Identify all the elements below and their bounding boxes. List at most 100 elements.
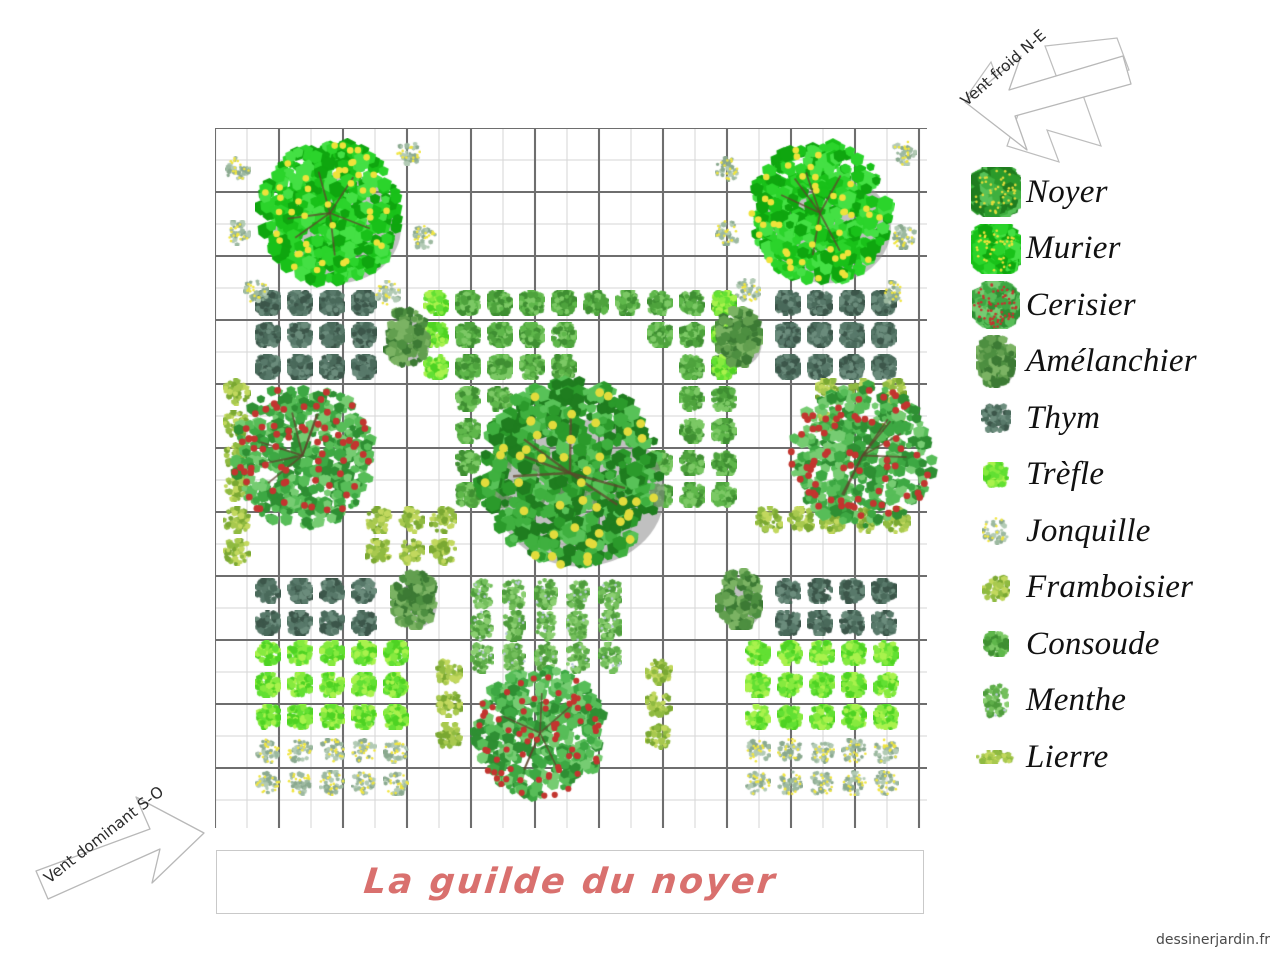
walnut-tree-icon bbox=[968, 166, 1024, 218]
legend-item-menthe[interactable]: Menthe bbox=[968, 673, 1268, 730]
bed-consoude bbox=[455, 322, 481, 353]
bed-framboisier bbox=[645, 690, 673, 723]
bed-menthe bbox=[502, 642, 526, 679]
legend-item-label: Murier bbox=[1026, 230, 1121, 267]
legend-item-murier[interactable]: Murier bbox=[968, 221, 1268, 278]
page-title: La guilde du noyer bbox=[361, 862, 779, 902]
legend-item-label: Lierre bbox=[1026, 738, 1109, 775]
bed-trefle bbox=[319, 640, 345, 671]
bed-consoude bbox=[455, 322, 481, 353]
legend-item-trfle[interactable]: Trèfle bbox=[968, 447, 1268, 504]
bed-thym bbox=[287, 290, 313, 321]
bed-consoude bbox=[551, 290, 577, 321]
bed-consoude bbox=[487, 354, 513, 385]
bed-jonquille bbox=[715, 156, 741, 187]
daffodil-icon bbox=[968, 505, 1024, 557]
bed-thym bbox=[839, 322, 865, 353]
bed-consoude bbox=[487, 450, 513, 481]
bed-consoude bbox=[519, 322, 545, 353]
bed-jonquille bbox=[351, 738, 377, 769]
bed-jonquille bbox=[225, 220, 251, 251]
bed-framboisier bbox=[815, 378, 843, 411]
bed-thym bbox=[871, 578, 897, 609]
bed-thym bbox=[319, 322, 345, 353]
bed-framboisier bbox=[435, 690, 463, 723]
bed-consoude bbox=[455, 354, 481, 385]
bed-trefle bbox=[287, 704, 313, 735]
bed-thym bbox=[871, 290, 897, 321]
bed-consoude bbox=[487, 418, 513, 449]
legend-item-label: Framboisier bbox=[1026, 569, 1194, 606]
legend-item-thym[interactable]: Thym bbox=[968, 390, 1268, 447]
bed-jonquille bbox=[225, 156, 251, 187]
legend-item-cerisier[interactable]: Cerisier bbox=[968, 277, 1268, 334]
bed-thym bbox=[775, 322, 801, 353]
bed-framboisier bbox=[223, 442, 251, 475]
bed-thym bbox=[871, 354, 897, 385]
bed-thym bbox=[807, 290, 833, 321]
bed-trefle bbox=[809, 704, 835, 735]
bed-trefle bbox=[423, 322, 449, 353]
bed-trefle bbox=[777, 704, 803, 735]
mint-icon bbox=[968, 675, 1024, 727]
plan-plant-layer bbox=[215, 128, 940, 828]
bed-thym bbox=[287, 322, 313, 353]
bed-thym bbox=[775, 354, 801, 385]
wind-arrow-cold-ne: Vent froid N-E bbox=[955, 26, 1135, 163]
bed-menthe bbox=[534, 578, 558, 615]
legend-item-label: Noyer bbox=[1026, 173, 1108, 210]
bed-menthe bbox=[534, 642, 558, 679]
legend-item-amlanchier[interactable]: Amélanchier bbox=[968, 334, 1268, 391]
bed-thym bbox=[839, 610, 865, 641]
bed-thym bbox=[839, 322, 865, 353]
legend-item-jonquille[interactable]: Jonquille bbox=[968, 503, 1268, 560]
title-banner: La guilde du noyer bbox=[216, 850, 924, 914]
bed-jonquille bbox=[841, 770, 867, 801]
bed-consoude bbox=[487, 322, 513, 353]
bed-thym bbox=[351, 290, 377, 321]
legend-item-lierre[interactable]: Lierre bbox=[968, 729, 1268, 786]
bed-trefle bbox=[711, 322, 737, 353]
legend-item-noyer[interactable]: Noyer bbox=[968, 164, 1268, 221]
bed-consoude bbox=[711, 290, 737, 321]
bed-consoude bbox=[583, 290, 609, 321]
bed-thym bbox=[255, 290, 281, 321]
bed-consoude bbox=[455, 290, 481, 321]
bed-framboisier bbox=[223, 410, 251, 443]
bed-trefle bbox=[745, 640, 771, 671]
bed-consoude bbox=[711, 482, 737, 513]
bed-menthe bbox=[502, 578, 526, 615]
thyme-icon bbox=[968, 392, 1024, 444]
bed-framboisier bbox=[879, 378, 907, 411]
bed-consoude bbox=[647, 290, 673, 321]
bed-thym bbox=[319, 578, 345, 609]
bed-jonquille bbox=[287, 770, 313, 801]
legend-item-framboisier[interactable]: Framboisier bbox=[968, 560, 1268, 617]
bed-trefle bbox=[287, 672, 313, 703]
bed-thym bbox=[255, 578, 281, 609]
bed-thym bbox=[255, 354, 281, 385]
bed-trefle bbox=[383, 704, 409, 735]
bed-trefle bbox=[809, 640, 835, 671]
bed-framboisier bbox=[879, 410, 907, 443]
tree-amelanchier bbox=[383, 306, 431, 373]
bed-trefle bbox=[809, 672, 835, 703]
legend-item-consoude[interactable]: Consoude bbox=[968, 616, 1268, 673]
bed-trefle bbox=[287, 640, 313, 671]
bed-trefle bbox=[351, 704, 377, 735]
bed-consoude bbox=[519, 290, 545, 321]
tree-cerisier bbox=[225, 378, 380, 538]
bed-jonquille bbox=[411, 224, 437, 255]
tree-amelanchier bbox=[390, 568, 438, 635]
bed-framboisier bbox=[847, 378, 875, 411]
bed-trefle bbox=[255, 640, 281, 671]
bed-trefle bbox=[351, 640, 377, 671]
bed-thym bbox=[871, 322, 897, 353]
tree-murier bbox=[255, 138, 405, 293]
bed-trefle bbox=[319, 704, 345, 735]
serviceberry-icon bbox=[968, 335, 1024, 389]
bed-framboisier bbox=[787, 506, 815, 539]
bed-framboisier bbox=[883, 506, 911, 539]
bed-thym bbox=[319, 610, 345, 641]
